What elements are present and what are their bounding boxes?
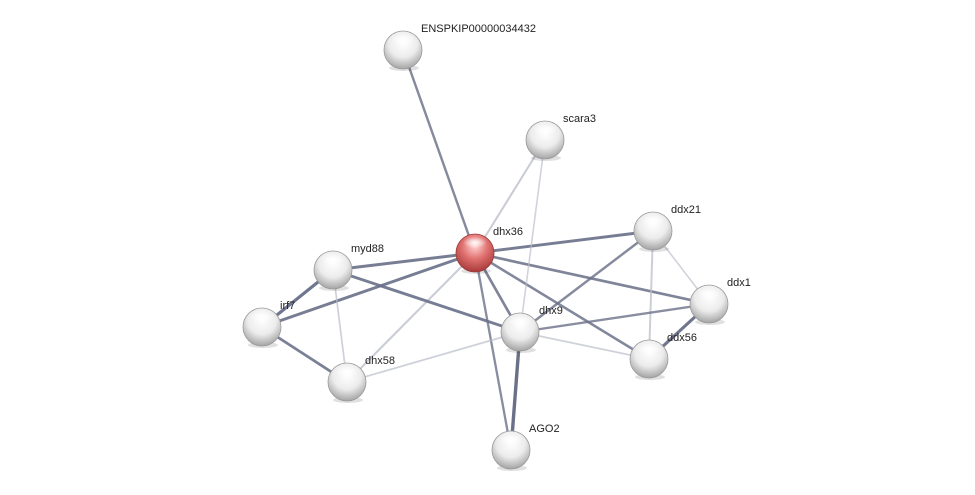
node-dhx36[interactable]: dhx36	[455, 226, 523, 274]
node-ddx21[interactable]: ddx21	[633, 204, 701, 252]
node-label-enspkip00000034432: ENSPKIP00000034432	[421, 23, 536, 35]
edge-dhx36-AGO2[interactable]	[473, 251, 513, 452]
node-ddx1[interactable]: ddx1	[689, 277, 751, 325]
node-irf7[interactable]: irf7	[242, 300, 295, 348]
edge-dhx9-myd88[interactable]	[331, 268, 522, 334]
edge-dhx36-myd88[interactable]	[331, 251, 477, 272]
node-highlight	[391, 33, 415, 46]
node-label-scara3: scara3	[563, 113, 596, 125]
edge-ddx56-dhx9[interactable]	[519, 331, 650, 360]
node-highlight	[499, 433, 523, 446]
edge-dhx9-dhx58[interactable]	[346, 331, 521, 383]
node-scara3[interactable]: scara3	[525, 113, 596, 161]
node-label-irf7: irf7	[280, 300, 295, 312]
node-highlight	[463, 236, 487, 249]
edge-dhx9-AGO2[interactable]	[509, 330, 522, 452]
node-highlight	[641, 214, 665, 227]
node-ago2[interactable]: AGO2	[491, 423, 560, 471]
node-label-dhx9: dhx9	[539, 305, 563, 317]
edge-dhx36-irf7[interactable]	[260, 251, 477, 329]
edge-ddx21-ddx56[interactable]	[648, 230, 654, 360]
node-ddx56[interactable]: ddx56	[629, 332, 697, 380]
node-highlight	[697, 287, 721, 300]
node-highlight	[321, 253, 345, 266]
edge-dhx36-dhx58[interactable]	[345, 251, 477, 384]
node-label-ago2: AGO2	[529, 423, 560, 435]
edge-dhx36-ENSPKIP00000034432[interactable]	[401, 48, 477, 255]
edge-dhx36-ddx56[interactable]	[473, 251, 651, 361]
node-label-myd88: myd88	[351, 243, 384, 255]
node-enspkip00000034432[interactable]: ENSPKIP00000034432	[383, 23, 536, 71]
node-highlight	[533, 123, 557, 136]
node-highlight	[335, 365, 359, 378]
node-label-ddx21: ddx21	[671, 204, 701, 216]
edge-dhx36-ddx21[interactable]	[473, 229, 655, 255]
edge-scara3-dhx9[interactable]	[519, 139, 546, 333]
node-layer: dhx36 ENSPKIP00000034432 scara3 ddx21 ddx1 dd…	[242, 23, 751, 471]
node-highlight	[508, 315, 532, 328]
node-label-dhx36: dhx36	[493, 226, 523, 238]
node-dhx9[interactable]: dhx9	[500, 305, 563, 353]
node-label-dhx58: dhx58	[365, 355, 395, 367]
node-label-ddx1: ddx1	[727, 277, 751, 289]
edge-ddx1-dhx9[interactable]	[518, 302, 711, 334]
node-highlight	[637, 342, 661, 355]
node-label-ddx56: ddx56	[667, 332, 697, 344]
edge-dhx36-scara3[interactable]	[473, 138, 547, 255]
node-dhx58[interactable]: dhx58	[327, 355, 395, 403]
edge-ddx21-dhx9[interactable]	[518, 229, 655, 334]
node-myd88[interactable]: myd88	[313, 243, 384, 291]
node-highlight	[250, 310, 274, 323]
